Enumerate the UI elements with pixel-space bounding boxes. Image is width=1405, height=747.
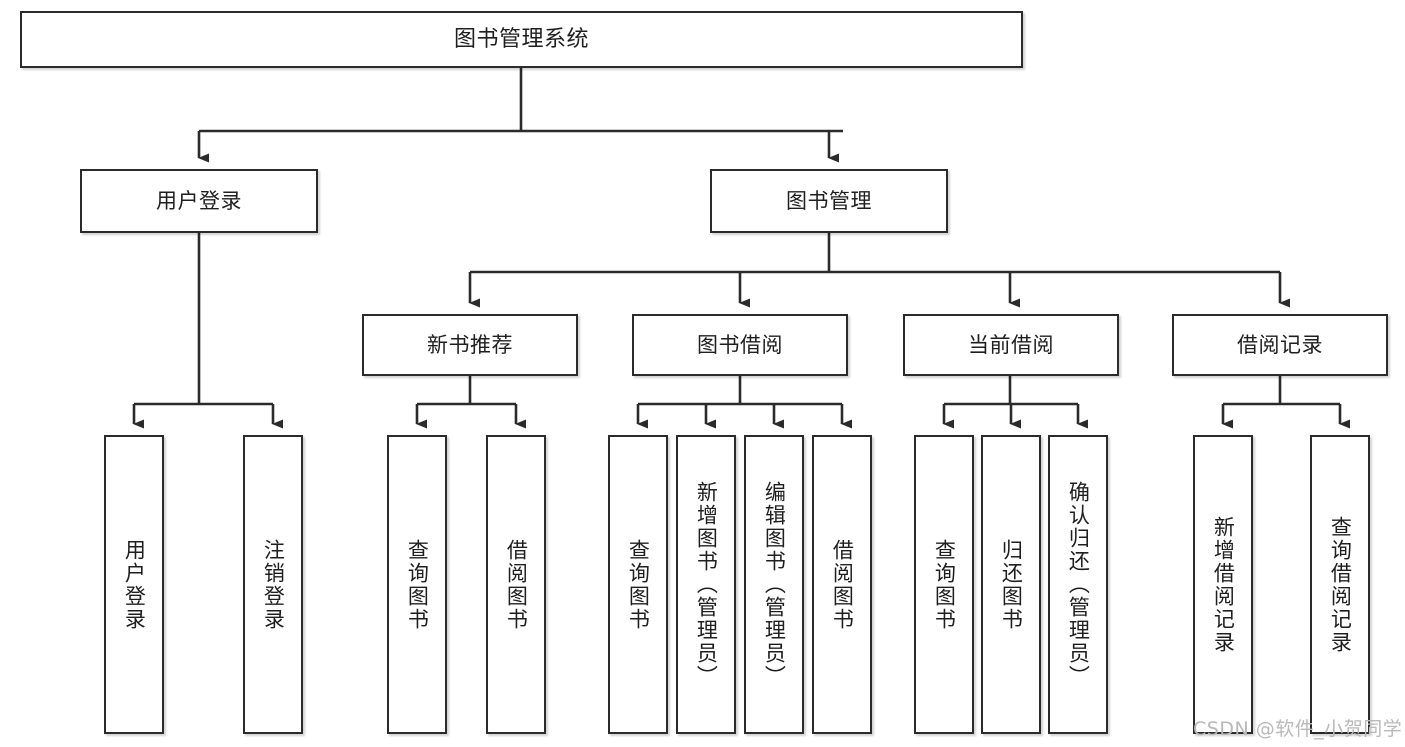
node-leaf-user-logout[interactable]: 注销登录 <box>243 435 303 734</box>
node-leaf-query-book-2[interactable]: 查询图书 <box>608 435 668 734</box>
node-book-management[interactable]: 图书管理 <box>710 169 948 233</box>
node-leaf-confirm-return-label: 确认归还（管理员） <box>1066 481 1091 688</box>
edges-current-borrow-to-leaves <box>942 376 1088 429</box>
node-leaf-return-book[interactable]: 归还图书 <box>981 435 1041 734</box>
node-leaf-query-record-label: 查询借阅记录 <box>1328 515 1353 654</box>
node-new-book-recommend[interactable]: 新书推荐 <box>362 314 578 376</box>
node-leaf-add-record[interactable]: 新增借阅记录 <box>1193 435 1253 734</box>
node-leaf-edit-book-label: 编辑图书（管理员） <box>762 481 787 688</box>
node-leaf-user-login-label: 用户登录 <box>122 538 147 631</box>
node-leaf-borrow-book-1-label: 借阅图书 <box>504 538 529 631</box>
node-user-login-label: 用户登录 <box>156 188 242 213</box>
node-leaf-borrow-book-2-label: 借阅图书 <box>830 538 855 631</box>
node-leaf-borrow-book-1[interactable]: 借阅图书 <box>486 435 546 734</box>
node-current-borrow[interactable]: 当前借阅 <box>903 314 1119 376</box>
edges-user-login-to-leaves <box>132 233 283 429</box>
node-leaf-query-book-3-label: 查询图书 <box>932 538 957 631</box>
node-leaf-query-book-1-label: 查询图书 <box>405 538 430 631</box>
edges-book-borrow-to-leaves <box>636 376 852 429</box>
node-borrow-record[interactable]: 借阅记录 <box>1172 314 1388 376</box>
node-leaf-query-record[interactable]: 查询借阅记录 <box>1310 435 1370 734</box>
node-leaf-query-book-2-label: 查询图书 <box>626 538 651 631</box>
node-leaf-user-logout-label: 注销登录 <box>261 538 286 631</box>
edges-book-management-to-level2 <box>468 233 1290 308</box>
node-book-borrow-label: 图书借阅 <box>697 332 783 357</box>
node-new-book-recommend-label: 新书推荐 <box>427 332 513 357</box>
node-leaf-add-book[interactable]: 新增图书（管理员） <box>676 435 736 734</box>
node-leaf-add-book-label: 新增图书（管理员） <box>694 481 719 688</box>
node-leaf-add-record-label: 新增借阅记录 <box>1211 515 1236 654</box>
node-leaf-user-login[interactable]: 用户登录 <box>104 435 164 734</box>
edges-new-book-recommend-to-leaves <box>415 376 526 429</box>
node-book-management-label: 图书管理 <box>786 188 872 213</box>
node-user-login[interactable]: 用户登录 <box>80 169 318 233</box>
node-leaf-borrow-book-2[interactable]: 借阅图书 <box>812 435 872 734</box>
node-leaf-edit-book[interactable]: 编辑图书（管理员） <box>744 435 804 734</box>
node-borrow-record-label: 借阅记录 <box>1237 332 1323 357</box>
edges-root-to-level1 <box>197 68 843 163</box>
node-leaf-return-book-label: 归还图书 <box>999 538 1024 631</box>
node-leaf-query-book-3[interactable]: 查询图书 <box>914 435 974 734</box>
edges-borrow-record-to-leaves <box>1221 376 1350 429</box>
node-root-system[interactable]: 图书管理系统 <box>20 11 1023 68</box>
node-current-borrow-label: 当前借阅 <box>968 332 1054 357</box>
node-leaf-confirm-return[interactable]: 确认归还（管理员） <box>1048 435 1108 734</box>
node-root-system-label: 图书管理系统 <box>453 26 589 52</box>
node-book-borrow[interactable]: 图书借阅 <box>632 314 848 376</box>
node-leaf-query-book-1[interactable]: 查询图书 <box>387 435 447 734</box>
